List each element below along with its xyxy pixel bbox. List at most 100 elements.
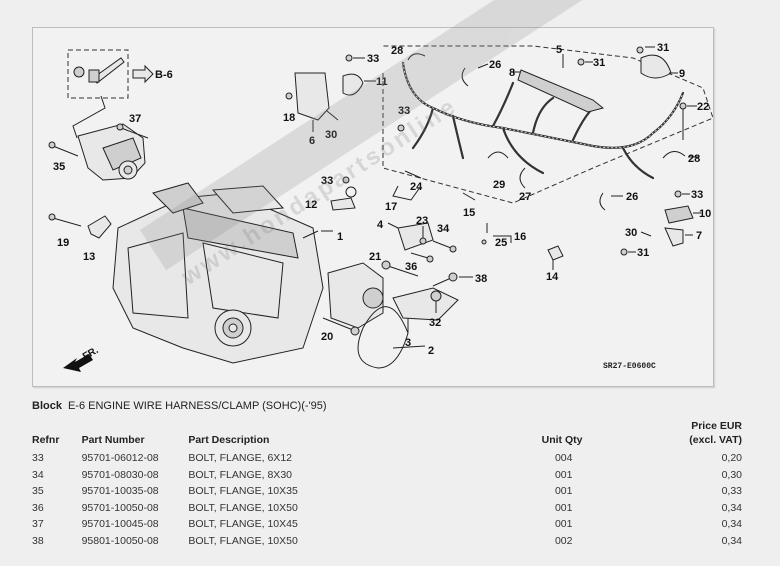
reference-arrow-icon <box>132 64 154 84</box>
callout-36: 36 <box>405 261 417 273</box>
cell-part-number: 95701-06012-08 <box>81 452 159 465</box>
alternator <box>327 262 384 329</box>
bolt-33a <box>345 54 353 62</box>
clip-26a <box>461 67 469 87</box>
figure-code: SR27-E0600C <box>603 362 656 371</box>
callout-34: 34 <box>437 223 450 235</box>
washer-25 <box>481 239 487 245</box>
callout-30-b: 30 <box>625 227 637 239</box>
cell-unit-qty: 001 <box>554 501 573 514</box>
callout-5: 5 <box>556 44 562 56</box>
callout-33-d: 33 <box>691 189 703 201</box>
cell-price: 0,34 <box>721 534 742 547</box>
callout-21: 21 <box>369 251 381 263</box>
bolt-38 <box>432 272 458 287</box>
header-part-description: Part Description <box>188 434 270 446</box>
callout-26-a: 26 <box>489 59 501 71</box>
callout-38: 38 <box>475 273 487 285</box>
callout-24: 24 <box>410 181 423 193</box>
inset-box <box>67 49 129 99</box>
callout-4: 4 <box>377 219 384 231</box>
header-price-line1: Price EUR <box>691 420 742 432</box>
front-label: FR. <box>81 345 101 363</box>
cell-part-number: 95701-10050-08 <box>81 501 159 514</box>
bolt-18 <box>285 92 293 100</box>
cell-price: 0,20 <box>721 452 742 465</box>
clamp-10 <box>664 205 694 224</box>
front-arrow-icon <box>63 354 93 372</box>
starter-motor <box>77 123 146 181</box>
cell-refnr: 36 <box>32 501 44 514</box>
callout-14: 14 <box>546 271 559 283</box>
alternator-bracket <box>392 287 459 321</box>
cell-part-number: 95701-10035-08 <box>81 485 159 498</box>
callout-2: 2 <box>428 345 434 357</box>
bolt-22 <box>679 102 687 140</box>
washer-23 <box>419 237 427 245</box>
cell-refnr: 34 <box>32 468 44 481</box>
callout-23: 23 <box>416 215 428 227</box>
callout-25: 25 <box>495 237 507 249</box>
cell-unit-qty: 001 <box>554 485 573 498</box>
bolt-19 <box>48 213 82 227</box>
callout-8: 8 <box>509 67 515 79</box>
callout-37: 37 <box>129 113 141 125</box>
cell-description: BOLT, FLANGE, 10X50 <box>188 501 298 514</box>
sensor-24 <box>404 170 422 179</box>
cell-price: 0,34 <box>721 501 742 514</box>
bolt-37 <box>116 123 149 139</box>
cell-refnr: 37 <box>32 518 44 531</box>
cell-unit-qty: 002 <box>554 534 573 547</box>
nut-32 <box>430 290 442 302</box>
cell-part-number: 95801-10050-08 <box>81 534 159 547</box>
callout-33-c: 33 <box>321 175 333 187</box>
bracket-14 <box>547 245 564 261</box>
bracket-13 <box>87 215 112 239</box>
callout-32: 32 <box>429 317 441 329</box>
callout-31-a: 31 <box>593 57 605 69</box>
callout-29: 29 <box>493 179 505 191</box>
exploded-view-drawing: B-6 37 35 19 13 <box>48 42 713 372</box>
bracket-7 <box>664 227 684 247</box>
header-price: Price EUR (excl. VAT) <box>582 419 742 450</box>
callout-10: 10 <box>699 208 711 220</box>
drive-belt <box>357 306 409 369</box>
callout-13: 13 <box>83 251 95 263</box>
cell-description: BOLT, FLANGE, 10X45 <box>188 518 298 531</box>
callout-20: 20 <box>321 331 333 343</box>
nut-31c <box>620 248 628 256</box>
header-part-number: Part Number <box>81 434 145 446</box>
cell-price: 0,34 <box>721 518 742 531</box>
bolt-21 <box>381 260 419 277</box>
callout-26-b: 26 <box>626 191 638 203</box>
sensor-30b <box>640 231 652 237</box>
harness-cover-8 <box>517 69 605 113</box>
bracket-6 <box>294 72 330 121</box>
clamp-11 <box>342 73 364 96</box>
sensor-15 <box>462 192 476 201</box>
clamp-9 <box>640 54 672 79</box>
table-row[interactable]: 36 95701-10050-08 BOLT, FLANGE, 10X50 001 0,… <box>32 500 742 517</box>
cell-refnr: 38 <box>32 534 44 547</box>
callout-b6: B-6 <box>155 69 173 81</box>
callout-7: 7 <box>696 230 702 242</box>
header-refnr: Refnr <box>32 434 60 446</box>
callout-3: 3 <box>405 337 411 349</box>
callout-28-a: 28 <box>391 45 403 57</box>
callout-17: 17 <box>385 201 397 213</box>
block-label: Block <box>32 400 62 412</box>
sensor-30a <box>326 110 339 121</box>
clip-28b <box>662 151 686 159</box>
cell-description: BOLT, FLANGE, 8X30 <box>188 468 292 481</box>
callout-33-a: 33 <box>367 53 379 65</box>
header-price-line2: (excl. VAT) <box>689 434 742 446</box>
callout-35: 35 <box>53 161 65 173</box>
harness-boundary <box>382 45 713 204</box>
bolt-33d <box>674 190 682 198</box>
